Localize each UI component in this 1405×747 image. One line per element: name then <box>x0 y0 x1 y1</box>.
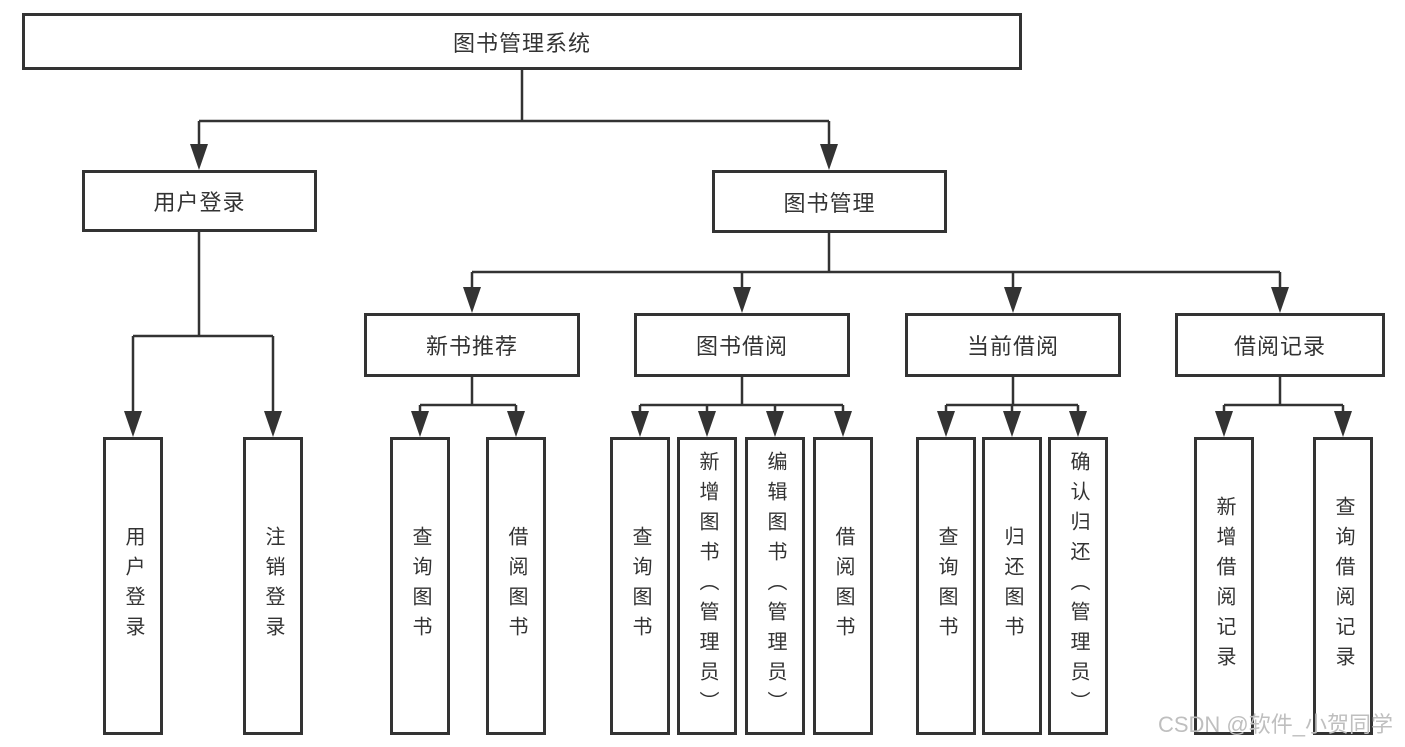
node-current-borrowing: 当前借阅 <box>905 313 1121 377</box>
node-label: 新书推荐 <box>425 334 518 359</box>
leaf-query-books-borrowing: 查询图书 <box>610 437 670 735</box>
leaf-query-books-current: 查询图书 <box>916 437 976 735</box>
leaf-label: 新增图书（管理员） <box>696 451 718 721</box>
leaf-label: 查询图书 <box>629 526 651 646</box>
root-label: 图书管理系统 <box>452 30 591 56</box>
arrowheads <box>124 144 1352 437</box>
node-book-borrowing: 图书借阅 <box>634 313 850 377</box>
tree-edges <box>131 70 1345 433</box>
node-label: 图书管理 <box>783 190 876 216</box>
leaf-label: 确认归还（管理员） <box>1067 451 1089 721</box>
node-borrowing-records: 借阅记录 <box>1175 313 1385 377</box>
node-label: 当前借阅 <box>966 334 1059 359</box>
leaf-label: 借阅图书 <box>832 526 854 646</box>
node-book-management: 图书管理 <box>712 170 947 233</box>
leaf-edit-book-admin: 编辑图书（管理员） <box>745 437 805 735</box>
leaf-label: 编辑图书（管理员） <box>764 451 786 721</box>
leaf-label: 查询借阅记录 <box>1332 496 1354 676</box>
leaf-label: 用户登录 <box>122 526 144 646</box>
leaf-logout: 注销登录 <box>243 437 303 735</box>
leaf-query-books-recommend: 查询图书 <box>390 437 450 735</box>
leaf-borrow-books-recommend: 借阅图书 <box>486 437 546 735</box>
leaf-confirm-return-admin: 确认归还（管理员） <box>1048 437 1108 735</box>
node-new-book-recommend: 新书推荐 <box>364 313 580 377</box>
leaf-label: 归还图书 <box>1001 526 1023 646</box>
node-root: 图书管理系统 <box>22 13 1022 70</box>
leaf-add-borrow-record: 新增借阅记录 <box>1194 437 1254 735</box>
csdn-watermark: CSDN @软件_小贺同学 <box>1157 712 1393 737</box>
leaf-return-book: 归还图书 <box>982 437 1042 735</box>
leaf-borrow-books-borrowing: 借阅图书 <box>813 437 873 735</box>
leaf-label: 查询图书 <box>935 526 957 646</box>
leaf-label: 借阅图书 <box>505 526 527 646</box>
leaf-label: 新增借阅记录 <box>1213 496 1235 676</box>
leaf-query-borrow-record: 查询借阅记录 <box>1313 437 1373 735</box>
node-label: 用户登录 <box>153 190 246 215</box>
leaf-user-login: 用户登录 <box>103 437 163 735</box>
leaf-label: 查询图书 <box>409 526 431 646</box>
leaf-add-book-admin: 新增图书（管理员） <box>677 437 737 735</box>
node-label: 借阅记录 <box>1233 334 1326 359</box>
node-user-login: 用户登录 <box>82 170 317 232</box>
node-label: 图书借阅 <box>695 334 788 359</box>
leaf-label: 注销登录 <box>262 526 284 646</box>
